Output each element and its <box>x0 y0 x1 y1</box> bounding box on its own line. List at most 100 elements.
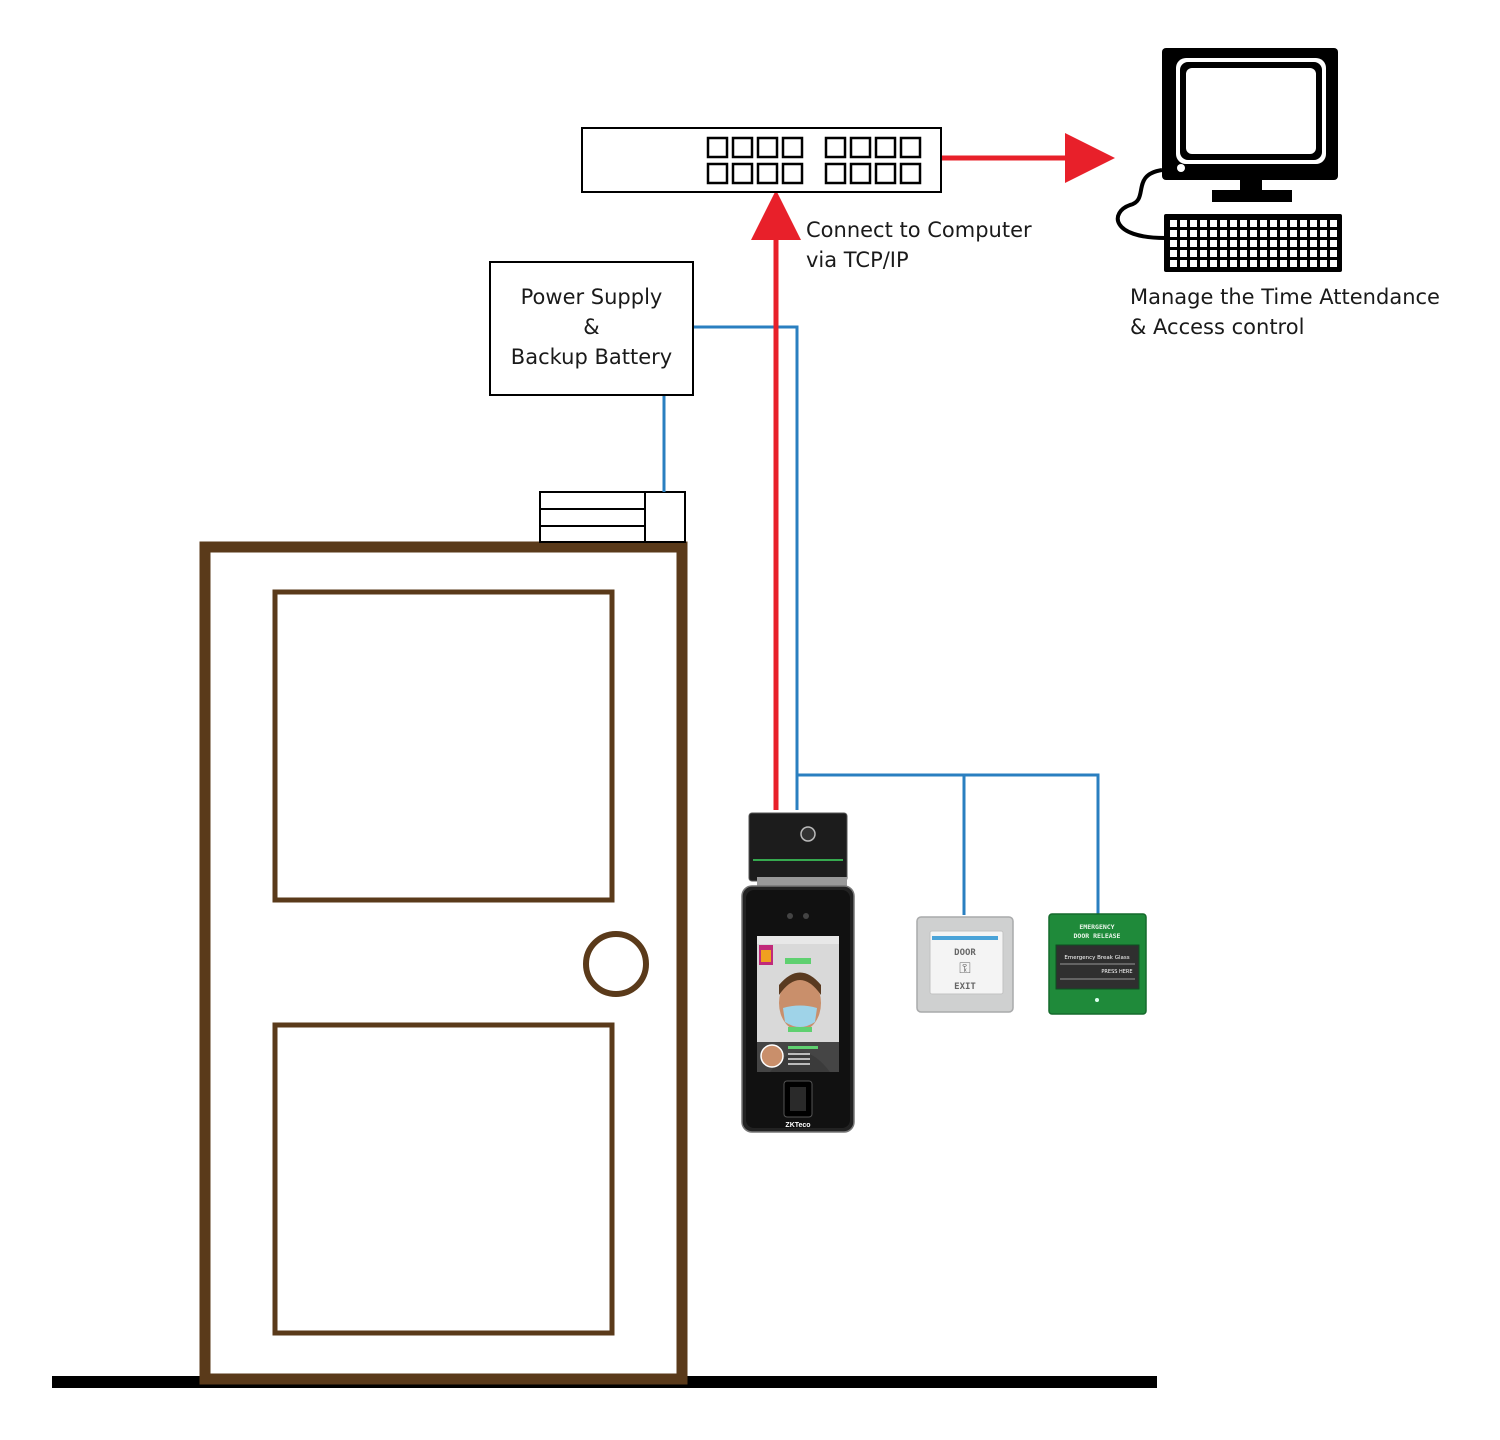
keyboard-key <box>1180 240 1187 247</box>
keyboard-key <box>1200 260 1207 267</box>
emergency-line1: EMERGENCY <box>1079 923 1114 931</box>
keyboard-key <box>1280 260 1287 267</box>
keyboard-key <box>1230 260 1237 267</box>
switch-port <box>849 162 872 185</box>
keyboard-key <box>1220 250 1227 257</box>
switch-port <box>781 162 804 185</box>
keyboard-key <box>1300 250 1307 257</box>
keyboard-key <box>1240 220 1247 227</box>
keyboard-key <box>1260 220 1267 227</box>
keyboard-key <box>1280 240 1287 247</box>
switch-port <box>706 162 729 185</box>
power-supply-line2: & <box>583 315 600 339</box>
keyboard-key <box>1210 260 1217 267</box>
keyboard-key <box>1190 240 1197 247</box>
keyboard-key <box>1330 260 1337 267</box>
keyboard-key <box>1250 240 1257 247</box>
tcp-ip-line2: via TCP/IP <box>806 248 909 272</box>
thermal-lens-icon <box>800 826 816 842</box>
keyboard-key <box>1270 260 1277 267</box>
key-icon: ⚿ <box>959 959 970 977</box>
exit-button-device: DOOR ⚿ EXIT <box>916 916 1014 1013</box>
switch-port <box>824 136 847 159</box>
switch-port <box>849 136 872 159</box>
keyboard-key <box>1310 220 1317 227</box>
keyboard-key <box>1240 240 1247 247</box>
keyboard-key <box>1310 240 1317 247</box>
network-switch <box>581 127 942 193</box>
switch-port <box>756 136 779 159</box>
switch-port <box>874 136 897 159</box>
keyboard-key <box>1290 260 1297 267</box>
power-wires <box>662 325 1100 915</box>
keyboard-key <box>1280 220 1287 227</box>
manage-line1: Manage the Time Attendance <box>1130 285 1440 309</box>
keyboard-key <box>1200 240 1207 247</box>
keyboard-key <box>1170 230 1177 237</box>
thermal-camera-module <box>748 812 848 882</box>
keyboard-key <box>1240 250 1247 257</box>
power-supply-line3: Backup Battery <box>510 345 673 369</box>
keyboard-key <box>1320 220 1327 227</box>
keyboard-key <box>1230 240 1237 247</box>
door <box>199 541 688 1385</box>
keyboard-key <box>1310 260 1317 267</box>
keyboard-key <box>1180 230 1187 237</box>
keyboard-key <box>1260 250 1267 257</box>
keyboard-key <box>1220 230 1227 237</box>
exit-button-line1: DOOR <box>954 948 976 958</box>
keyboard-key <box>1190 260 1197 267</box>
keyboard-key <box>1170 260 1177 267</box>
tcp-ip-label: Connect to Computer via TCP/IP <box>806 215 1032 275</box>
manage-label: Manage the Time Attendance & Access cont… <box>1130 282 1440 342</box>
keyboard-key <box>1260 230 1267 237</box>
face-recognition-terminal: ZKTeco <box>741 812 855 1133</box>
keyboard-key <box>1300 240 1307 247</box>
keyboard-key <box>1270 250 1277 257</box>
keyboard-key <box>1320 250 1327 257</box>
keyboard-key <box>1260 260 1267 267</box>
keyboard-key <box>1200 220 1207 227</box>
emergency-line4: PRESS HERE <box>1101 969 1132 975</box>
keyboard-key <box>1290 250 1297 257</box>
power-supply-box <box>489 261 694 396</box>
keyboard-key <box>1300 260 1307 267</box>
switch-port <box>824 162 847 185</box>
computer-icon <box>1115 48 1342 272</box>
tcp-ip-line1: Connect to Computer <box>806 218 1032 242</box>
keyboard-key <box>1240 230 1247 237</box>
keyboard-key <box>1180 260 1187 267</box>
keyboard-key <box>1240 260 1247 267</box>
switch-port <box>899 136 922 159</box>
keyboard-key <box>1170 220 1177 227</box>
switch-port <box>756 162 779 185</box>
keyboard-key <box>1210 230 1217 237</box>
keyboard-key <box>1270 230 1277 237</box>
keyboard-key <box>1180 220 1187 227</box>
keyboard-key <box>1190 250 1197 257</box>
power-supply-line1: Power Supply <box>520 285 663 309</box>
keyboard-key <box>1230 230 1237 237</box>
keyboard-key <box>1220 220 1227 227</box>
keyboard-key <box>1330 250 1337 257</box>
switch-port <box>731 162 754 185</box>
keyboard-key <box>1220 260 1227 267</box>
keyboard-key <box>1300 230 1307 237</box>
keyboard-key <box>1250 220 1257 227</box>
keyboard-key <box>1320 230 1327 237</box>
network-lines <box>751 133 1115 810</box>
keyboard-key <box>1330 220 1337 227</box>
keyboard-key <box>1210 250 1217 257</box>
keyboard-key <box>1210 220 1217 227</box>
keyboard-key <box>1200 230 1207 237</box>
keyboard-key <box>1210 240 1217 247</box>
keyboard-key <box>1310 250 1317 257</box>
switch-port <box>899 162 922 185</box>
door-lower-panel <box>272 1022 615 1336</box>
door-knob <box>583 931 649 997</box>
keyboard-key <box>1280 250 1287 257</box>
keyboard-key <box>1270 240 1277 247</box>
keyboard-key <box>1170 240 1177 247</box>
keyboard-key <box>1300 220 1307 227</box>
keyboard-key <box>1280 230 1287 237</box>
